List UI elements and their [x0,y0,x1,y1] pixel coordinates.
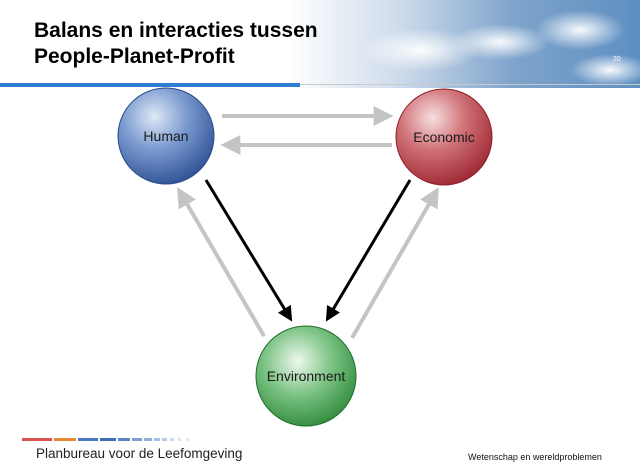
title-underline [0,83,300,87]
slide-title: Balans en interacties tussen People-Plan… [34,19,318,68]
arrow-economic-to-environment [325,179,412,322]
logo-stripes [22,438,189,441]
arrow-environment-to-human [177,187,266,338]
arrow-human-to-environment [204,179,293,322]
sky-banner-image [0,0,640,88]
node-economic: Economic [395,88,493,186]
node-human-label: Human [143,128,188,144]
arrow-environment-to-economic [350,187,439,339]
node-economic-label: Economic [413,129,474,145]
slide-header: Balans en interacties tussen People-Plan… [0,0,640,88]
footer-series-title: Wetenschap en wereldproblemen [468,452,602,462]
slide-number: 20 [613,56,621,63]
node-human: Human [117,87,215,185]
node-environment-label: Environment [267,368,346,384]
footer-organization: Planbureau voor de Leefomgeving [36,446,243,461]
header-divider [300,84,640,85]
node-environment: Environment [255,325,357,427]
